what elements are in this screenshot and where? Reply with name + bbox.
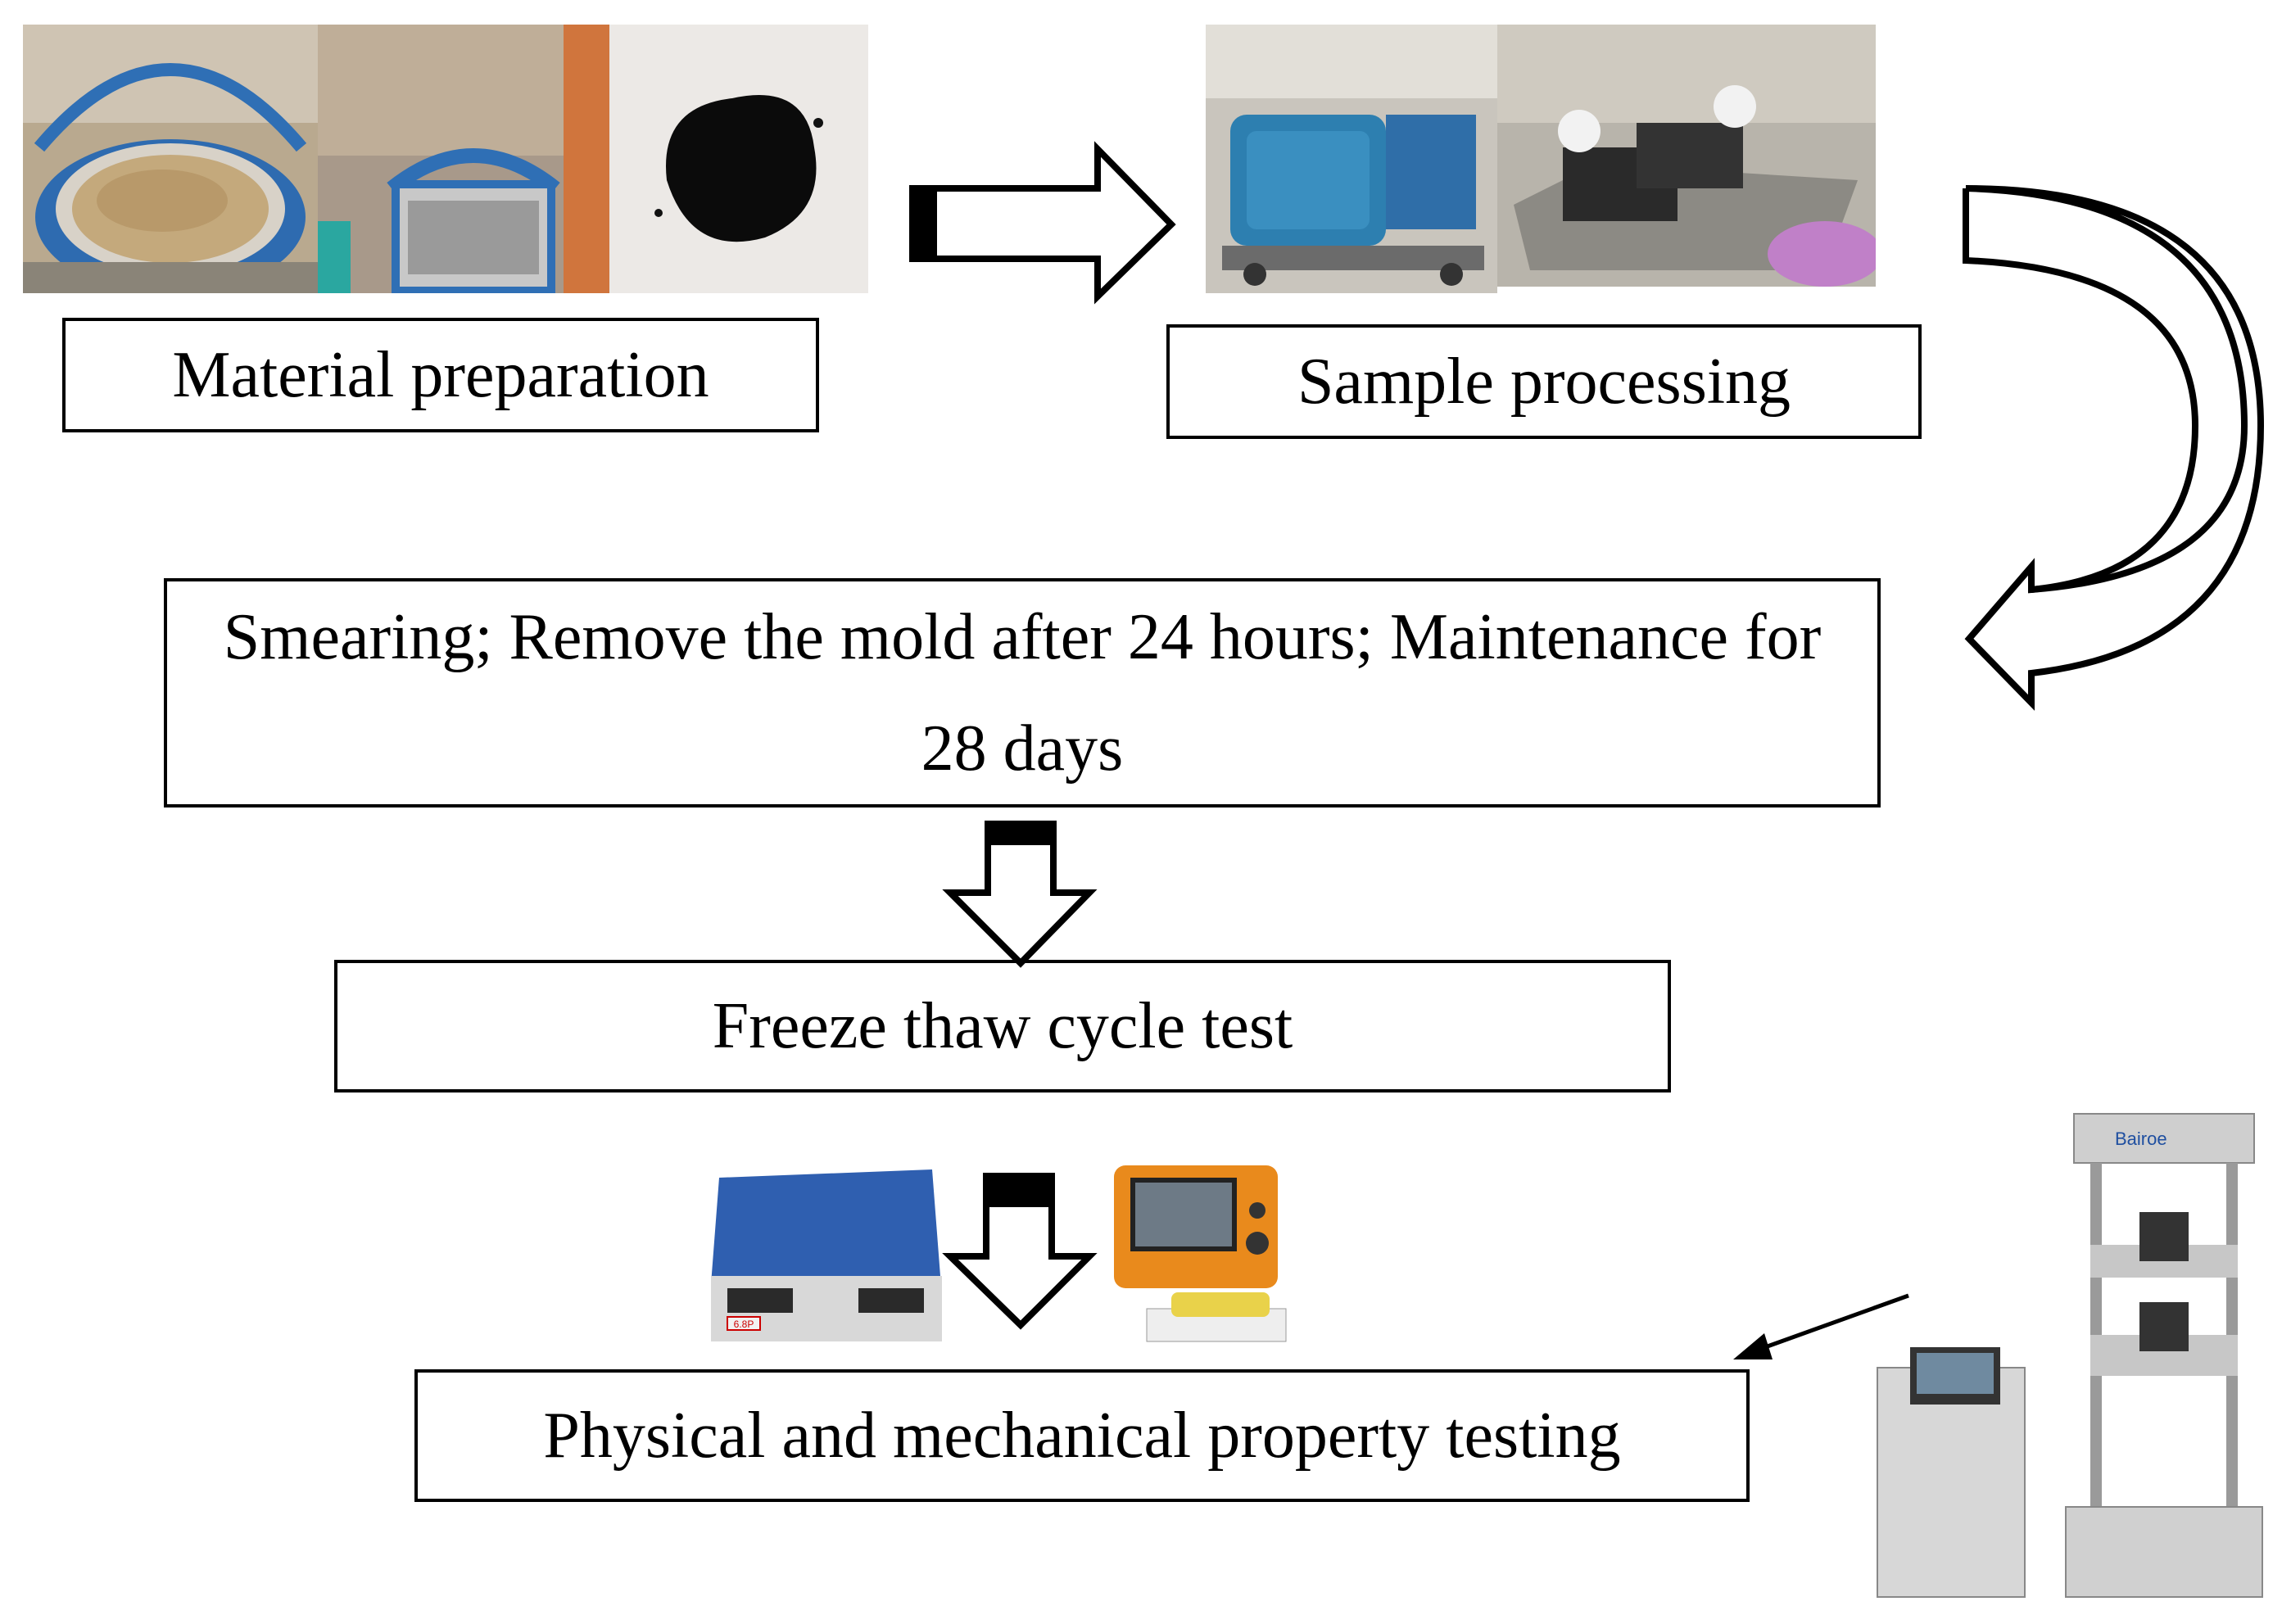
pointer-arrow-icon [1733, 1293, 1909, 1359]
property-testing-label: Physical and mechanical property testing [543, 1400, 1621, 1472]
concrete-mixer-photo [1206, 25, 1497, 293]
down-arrow-2-icon [942, 1173, 1098, 1330]
material-preparation-box: Material preparation [62, 318, 819, 432]
black-powder-photo [609, 25, 868, 293]
sample-processing-box: Sample processing [1166, 324, 1922, 439]
material-preparation-label: Material preparation [172, 339, 709, 411]
curing-label: Smearing; Remove the mold after 24 hours… [223, 601, 1822, 785]
electronic-scale-photo: 6.8P [703, 1153, 950, 1355]
ultrasonic-tester-photo [1098, 1161, 1343, 1356]
machine-brand: Bairoe [2115, 1129, 2167, 1149]
right-arrow-icon [909, 141, 1176, 305]
curing-box: Smearing; Remove the mold after 24 hours… [164, 578, 1881, 807]
universal-testing-machine-photo: Bairoe [1869, 1097, 2279, 1605]
curved-arrow-icon [1963, 185, 2265, 711]
property-testing-box: Physical and mechanical property testing [414, 1369, 1750, 1502]
mold-filling-photo [1497, 25, 1876, 287]
down-arrow-icon [942, 821, 1098, 968]
sample-processing-label: Sample processing [1297, 346, 1791, 418]
sieve-sand-photo [23, 25, 318, 293]
sieve-gravel-photo [318, 25, 609, 293]
freeze-thaw-box: Freeze thaw cycle test [334, 960, 1671, 1092]
freeze-thaw-label: Freeze thaw cycle test [712, 990, 1293, 1062]
scale-tag: 6.8P [734, 1319, 754, 1330]
